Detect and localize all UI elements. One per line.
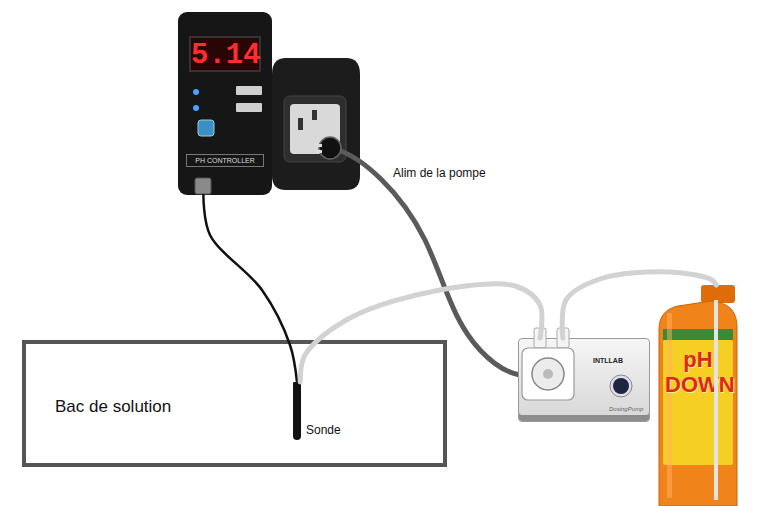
plug-prong bbox=[316, 150, 322, 153]
plug-prong bbox=[316, 144, 322, 147]
bottle-label: pH DOWN bbox=[665, 347, 731, 397]
bottle-cap bbox=[701, 285, 735, 303]
ph-probe: Sonde bbox=[293, 382, 301, 440]
bottle-label-panel bbox=[663, 340, 733, 465]
dosing-tube bbox=[300, 284, 542, 382]
probe-label: Sonde bbox=[306, 423, 341, 437]
pump-model: DosingPump bbox=[609, 406, 643, 412]
ph-controller: 5.14 PH CONTROLLER bbox=[178, 12, 272, 195]
cable-label: Alim de la pompe bbox=[393, 166, 486, 180]
pump-brand: INTLLAB bbox=[593, 357, 623, 364]
dosing-pump: INTLLAB DosingPump bbox=[518, 338, 650, 422]
power-plug bbox=[319, 137, 341, 159]
tank-label: Bac de solution bbox=[55, 397, 171, 417]
ph-reading: 5.14 bbox=[189, 36, 261, 72]
bottle-highlight bbox=[667, 313, 672, 498]
socket-adapter bbox=[272, 58, 360, 190]
label-band bbox=[663, 329, 733, 340]
socket-hole bbox=[312, 110, 317, 120]
socket-hole bbox=[298, 118, 303, 130]
device-title: PH CONTROLLER bbox=[186, 154, 264, 167]
bottle-body bbox=[659, 301, 737, 506]
acid-bottle: pH DOWN bbox=[655, 285, 740, 506]
socket-face bbox=[284, 96, 346, 162]
probe-cable bbox=[203, 195, 297, 382]
socket-outlet bbox=[290, 104, 340, 154]
solution-tank: Sonde Bac de solution bbox=[22, 340, 447, 467]
